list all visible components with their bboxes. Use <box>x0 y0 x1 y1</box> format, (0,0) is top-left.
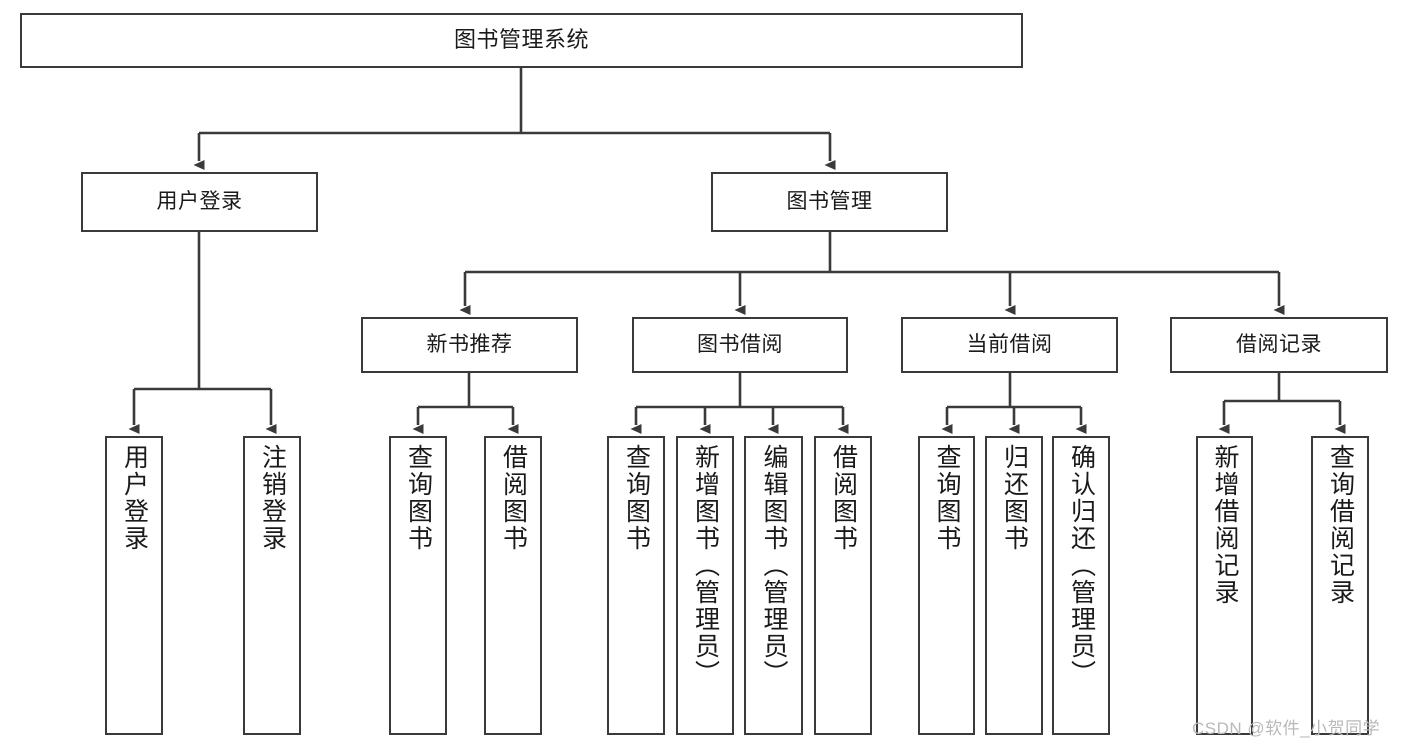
node-label: 当前借阅 <box>966 333 1053 357</box>
node-user-login[interactable]: 用户登录 <box>81 172 318 232</box>
node-book-management[interactable]: 图书管理 <box>711 172 948 232</box>
leaf-current-borrow-query-book[interactable]: 查询图书 <box>918 436 975 735</box>
leaf-book-borrow-add-book-admin[interactable]: 新增图书（管理员） <box>676 436 734 735</box>
node-label: 新增借阅记录 <box>1211 444 1239 606</box>
node-label: 新增图书（管理员） <box>691 444 720 687</box>
node-label: 借阅记录 <box>1236 333 1322 357</box>
node-label: 借阅图书 <box>499 444 528 552</box>
leaf-book-borrow-edit-book-admin[interactable]: 编辑图书（管理员） <box>744 436 803 735</box>
leaf-user-login-logout[interactable]: 注销登录 <box>243 436 301 735</box>
node-label: 注销登录 <box>258 444 287 552</box>
node-label: 图书借阅 <box>697 333 783 357</box>
leaf-new-book-query-book[interactable]: 查询图书 <box>389 436 447 735</box>
node-book-borrowing[interactable]: 图书借阅 <box>632 317 848 373</box>
node-label: 查询图书 <box>404 444 433 552</box>
leaf-user-login-login[interactable]: 用户登录 <box>105 436 163 735</box>
node-label: 图书管理系统 <box>453 27 589 53</box>
node-label: 归还图书 <box>1000 444 1029 552</box>
csdn-watermark: CSDN @软件_小贺同学 <box>1192 719 1381 738</box>
node-label: 借阅图书 <box>829 444 858 552</box>
node-label: 查询图书 <box>933 444 961 552</box>
node-current-borrowing[interactable]: 当前借阅 <box>901 317 1118 373</box>
leaf-new-book-borrow-book[interactable]: 借阅图书 <box>484 436 542 735</box>
node-label: 查询借阅记录 <box>1326 444 1355 606</box>
node-label: 编辑图书（管理员） <box>760 444 788 687</box>
node-label: 图书管理 <box>786 190 873 214</box>
leaf-current-borrow-confirm-return-admin[interactable]: 确认归还（管理员） <box>1052 436 1110 735</box>
leaf-borrow-record-query-record[interactable]: 查询借阅记录 <box>1311 436 1369 735</box>
leaf-book-borrow-borrow-book[interactable]: 借阅图书 <box>814 436 872 735</box>
node-label: 确认归还（管理员） <box>1067 444 1096 687</box>
node-borrowing-record[interactable]: 借阅记录 <box>1170 317 1388 373</box>
leaf-borrow-record-add-record[interactable]: 新增借阅记录 <box>1196 436 1253 735</box>
leaf-book-borrow-query-book[interactable]: 查询图书 <box>607 436 665 735</box>
node-label: 查询图书 <box>622 444 651 552</box>
leaf-current-borrow-return-book[interactable]: 归还图书 <box>985 436 1043 735</box>
node-label: 用户登录 <box>120 444 149 552</box>
node-new-book-recommendation[interactable]: 新书推荐 <box>361 317 578 373</box>
node-label: 新书推荐 <box>426 333 513 357</box>
node-root-book-management-system[interactable]: 图书管理系统 <box>20 13 1023 68</box>
node-label: 用户登录 <box>156 190 243 214</box>
